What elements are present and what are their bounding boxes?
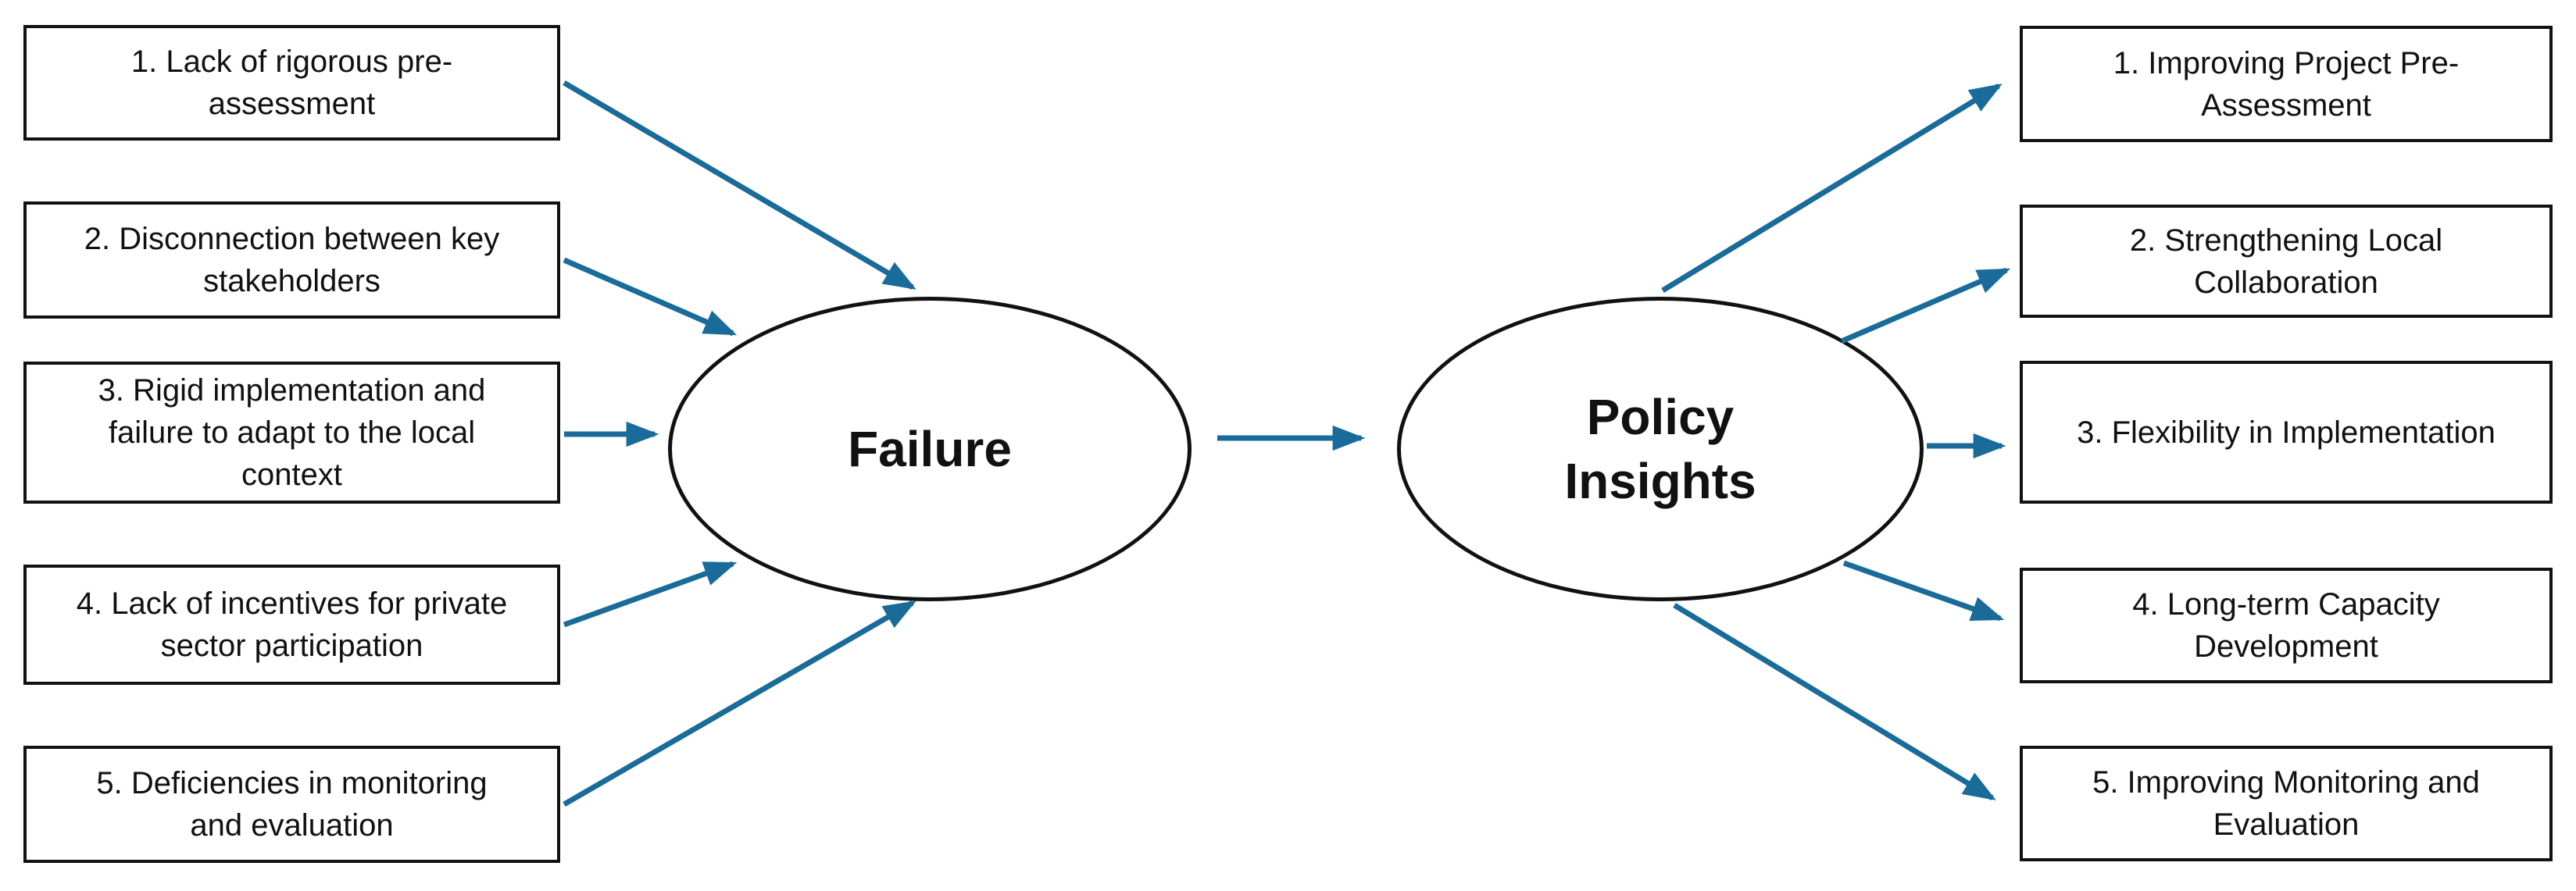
insight-box-3: 3. Flexibility in Implementation [2020, 361, 2553, 504]
failure-ellipse: Failure [668, 297, 1192, 601]
cause-box-3: 3. Rigid implementation and failure to a… [23, 362, 560, 504]
cause-box-4: 4. Lack of incentives for private sector… [23, 565, 560, 685]
insight-box-5: 5. Improving Monitoring and Evaluation [2020, 746, 2553, 861]
arrow-cause2-to-failure [563, 257, 738, 337]
cause-box-2: 2. Disconnection between key stakeholder… [23, 201, 560, 319]
arrow-cause1-to-failure [563, 80, 916, 290]
arrow-cause4-to-failure [563, 561, 738, 628]
arrow-policy-to-insight1 [1661, 84, 2003, 293]
insight-box-4: 4. Long-term Capacity Development [2020, 568, 2553, 683]
arrow-policy-to-insight4 [1842, 560, 2005, 622]
cause-box-1: 1. Lack of rigorous pre-assessment [23, 25, 560, 141]
policy-insights-ellipse: Policy Insights [1397, 297, 1924, 601]
arrow-policy-to-insight5 [1673, 603, 1996, 800]
arrow-policy-to-insight2 [1840, 267, 2011, 344]
arrow-cause5-to-failure [563, 600, 916, 807]
cause-box-5: 5. Deficiencies in monitoring and evalua… [23, 746, 560, 863]
insight-box-2: 2. Strengthening Local Collaboration [2020, 205, 2553, 318]
insight-box-1: 1. Improving Project Pre-Assessment [2020, 26, 2553, 142]
